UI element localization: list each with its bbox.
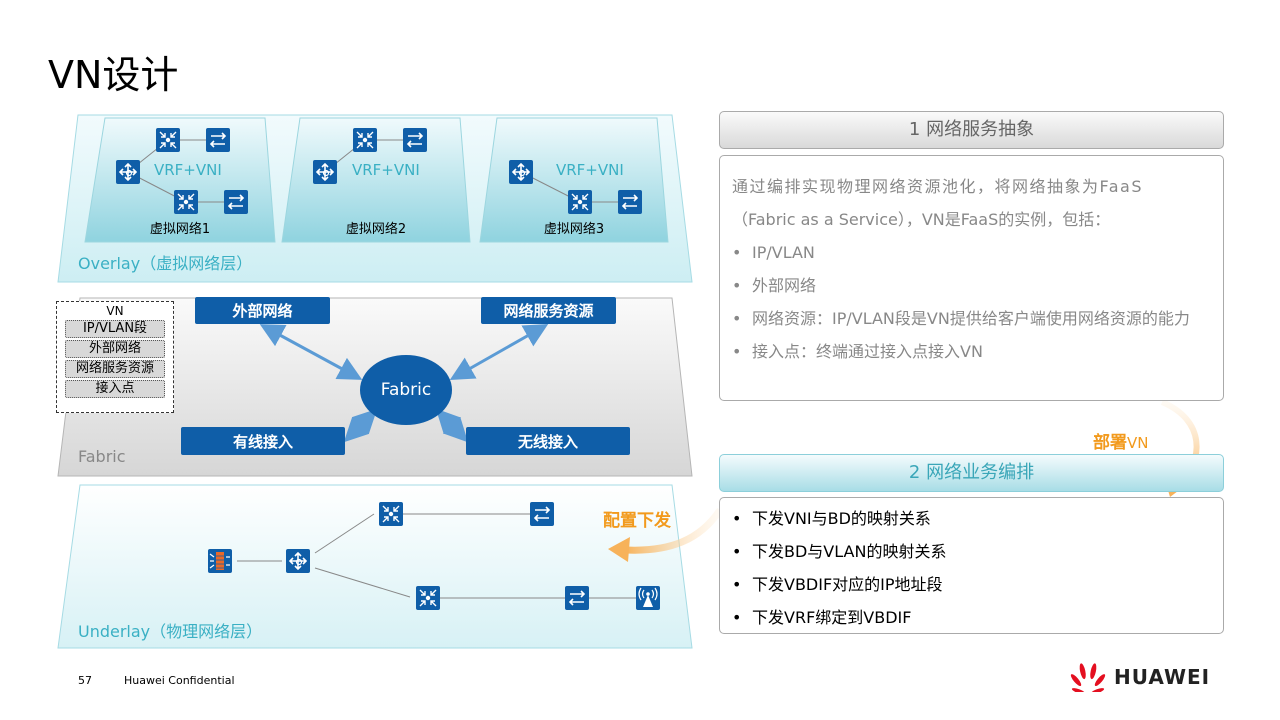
vn3-label: 虚拟网络3	[543, 222, 605, 237]
huawei-wordmark: HUAWEI	[1114, 665, 1211, 689]
switch-icon	[205, 127, 231, 153]
list-item: •下发VRF绑定到VBDIF	[732, 601, 1211, 634]
bullet-icon: •	[732, 509, 742, 528]
wireless-ap-icon	[635, 585, 661, 611]
vn-item-external: 外部网络	[65, 340, 165, 358]
router-icon	[508, 159, 534, 185]
vn2-tag: VRF+VNI	[352, 161, 420, 179]
core-switch-icon	[567, 189, 593, 215]
list-item: •下发BD与VLAN的映射关系	[732, 535, 1211, 568]
vn-item-access-point: 接入点	[65, 380, 165, 398]
wired-access-node: 有线接入	[181, 427, 345, 455]
switch-icon	[529, 501, 555, 527]
bullet-icon: •	[732, 608, 742, 627]
bullet-icon: •	[732, 309, 742, 328]
page-number: 57	[78, 674, 92, 687]
core-switch-icon	[173, 189, 199, 215]
deploy-vn-label: 部署VN	[1093, 433, 1149, 453]
list-item: •IP/VLAN	[732, 236, 1211, 269]
config-push-arrow	[624, 508, 723, 554]
switch-icon	[402, 127, 428, 153]
confidential-label: Huawei Confidential	[124, 674, 235, 687]
list-item: •接入点：终端通过接入点接入VN	[732, 335, 1211, 368]
huawei-logo: HUAWEI	[1068, 662, 1210, 692]
vn-composition-box: VN IP/VLAN段 外部网络 网络服务资源 接入点	[56, 301, 174, 413]
fabric-hub: Fabric	[360, 355, 452, 425]
config-push-label: 配置下发	[603, 511, 671, 531]
bullet-icon: •	[732, 243, 742, 262]
page-title: VN设计	[48, 53, 179, 97]
router-icon	[312, 159, 338, 185]
external-network-node: 外部网络	[195, 297, 330, 324]
router-icon	[285, 548, 311, 574]
bullet-icon: •	[732, 276, 742, 295]
switch-icon	[223, 189, 249, 215]
core-switch-icon	[415, 585, 441, 611]
vn1-label: 虚拟网络1	[149, 222, 211, 237]
fabric-layer-label: Fabric	[78, 447, 126, 466]
vn1-tag: VRF+VNI	[154, 161, 222, 179]
bullet-icon: •	[732, 575, 742, 594]
panel2-body: •下发VNI与BD的映射关系 •下发BD与VLAN的映射关系 •下发VBDIF对…	[719, 497, 1224, 634]
list-item: •外部网络	[732, 269, 1211, 302]
network-services-node: 网络服务资源	[481, 297, 616, 324]
panel1-heading: 1 网络服务抽象	[719, 111, 1224, 149]
list-item: •下发VBDIF对应的IP地址段	[732, 568, 1211, 601]
wireless-access-node: 无线接入	[466, 427, 630, 455]
core-switch-icon	[155, 127, 181, 153]
vn2-label: 虚拟网络2	[345, 222, 407, 237]
firewall-icon	[207, 548, 233, 574]
list-item: •网络资源：IP/VLAN段是VN提供给客户端使用网络资源的能力	[732, 302, 1211, 335]
overlay-layer-label: Overlay（虚拟网络层）	[78, 254, 253, 273]
switch-icon	[564, 585, 590, 611]
arrow-wireless	[435, 408, 469, 443]
bullet-icon: •	[732, 342, 742, 361]
panel1-body: 通过编排实现物理网络资源池化，将网络抽象为FaaS （Fabric as a S…	[719, 155, 1224, 401]
vn-box-title: VN	[106, 304, 124, 318]
router-icon	[115, 159, 141, 185]
panel1-intro-line1: 通过编排实现物理网络资源池化，将网络抽象为FaaS	[732, 177, 1144, 196]
underlay-layer-label: Underlay（物理网络层）	[78, 622, 263, 641]
list-item: •下发VNI与BD的映射关系	[732, 502, 1211, 535]
vn-item-ip-vlan: IP/VLAN段	[65, 320, 165, 338]
core-switch-icon	[378, 501, 404, 527]
arrow-wired	[343, 408, 378, 443]
vn-item-services: 网络服务资源	[65, 360, 165, 378]
bullet-icon: •	[732, 542, 742, 561]
panel1-intro-line2: （Fabric as a Service），VN是FaaS的实例，包括：	[732, 210, 1111, 229]
panel2-heading: 2 网络业务编排	[719, 454, 1224, 492]
core-switch-icon	[352, 127, 378, 153]
arrow-services	[449, 324, 549, 380]
vn3-tag: VRF+VNI	[556, 161, 624, 179]
huawei-flower-icon	[1070, 663, 1106, 692]
config-push-arrowhead	[608, 537, 630, 562]
arrow-external	[259, 324, 363, 380]
switch-icon	[617, 189, 643, 215]
underlay-links	[237, 513, 648, 599]
